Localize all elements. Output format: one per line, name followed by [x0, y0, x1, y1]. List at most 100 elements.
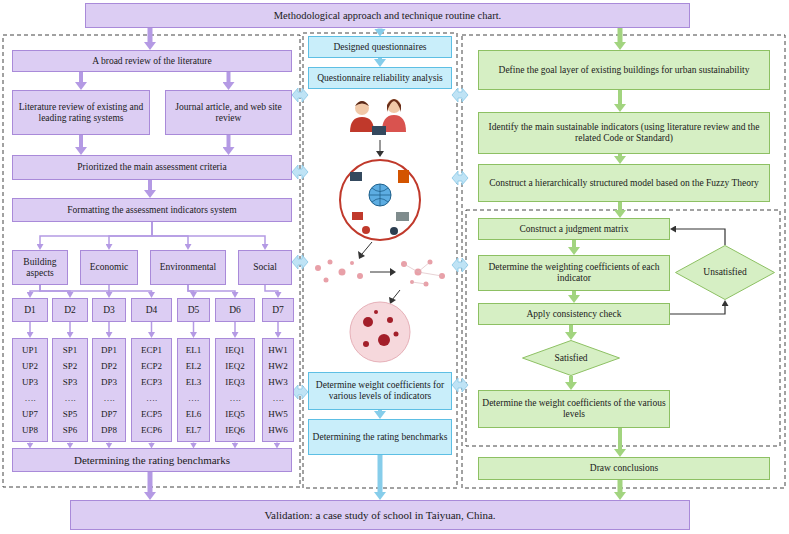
- process-box: Journal article, and web site review: [165, 90, 292, 135]
- indicator-list: ECP1ECP2ECP3….ECP5ECP6: [131, 338, 172, 442]
- indicator-list: SP1SP2SP3….SP5SP6: [52, 338, 88, 442]
- flow-arrow: [109, 285, 152, 292]
- process-box: Determine the weight coefficients of the…: [478, 390, 670, 428]
- flow-arrow: [670, 306, 725, 314]
- indicator-code: ECP3: [141, 377, 162, 387]
- title-box: Methodological approach and technique ro…: [85, 3, 690, 28]
- questionnaire-illustration: [315, 99, 445, 362]
- node-text: D1: [24, 305, 36, 316]
- node-text: D4: [146, 305, 158, 316]
- node-text: Literature review of existing and leadin…: [16, 102, 146, 123]
- indicator-code: SP2: [63, 361, 78, 371]
- node-text: Define the goal layer of existing buildi…: [499, 65, 750, 76]
- flow-arrow: [29, 441, 31, 443]
- process-box: Formatting the assessment indicators sys…: [12, 198, 292, 222]
- indicator-code: IEQ2: [225, 361, 245, 371]
- process-box: Determine the weighting coefficients of …: [478, 255, 670, 291]
- node-text: Draw conclusions: [590, 463, 658, 474]
- node-text: Construct a judgment matrix: [520, 224, 629, 235]
- flow-arrow: [109, 222, 152, 244]
- process-box: Define the goal layer of existing buildi…: [478, 50, 770, 90]
- category-box: Building aspects: [12, 250, 68, 285]
- node-text: D6: [229, 305, 241, 316]
- process-box: Identify the main sustainable indicators…: [478, 112, 770, 154]
- flow-arrow: [152, 222, 188, 244]
- node-text: D3: [103, 305, 115, 316]
- decision-diamond: Satisfied: [522, 340, 620, 376]
- right-frame: [462, 35, 785, 488]
- node-text: Determining the rating benchmarks: [313, 432, 448, 443]
- indicator-code: DP1: [101, 345, 117, 355]
- flow-arrow: [234, 322, 236, 332]
- indicator-list: IEQ1IEQ2IEQ3….IEQ5IEQ6: [215, 338, 255, 442]
- indicator-code: EL7: [186, 425, 202, 435]
- flow-arrow: [69, 441, 71, 443]
- flow-arrow: [148, 28, 153, 42]
- process-box: Draw conclusions: [478, 457, 770, 480]
- indicator-code: UP2: [22, 361, 38, 371]
- indicator-code: UP3: [22, 377, 38, 387]
- node-text: Construct a hierarchically structured mo…: [489, 178, 759, 189]
- node-text: Determine the weight coefficients of the…: [482, 398, 666, 419]
- node-text: Determine weight coefficients for variou…: [312, 380, 448, 401]
- flow-arrow: [148, 180, 152, 190]
- flow-arrow: [193, 441, 195, 443]
- indicator-code: HW6: [268, 425, 288, 435]
- flow-arrow: [40, 222, 152, 244]
- flow-arrow: [193, 322, 195, 332]
- indicator-code: DP7: [101, 409, 117, 419]
- diamond-shape: [523, 341, 620, 376]
- flow-arrow: [151, 441, 153, 443]
- flow-arrow: [188, 285, 194, 292]
- indicator-code: SP1: [63, 345, 78, 355]
- indicator-code: DP3: [101, 377, 117, 387]
- node-text: Journal article, and web site review: [169, 102, 288, 123]
- node-text: Satisfied: [554, 353, 587, 364]
- indicator-code: ….: [64, 393, 75, 403]
- flow-arrow: [108, 322, 110, 332]
- flow-arrow: [152, 222, 265, 244]
- flow-arrow: [40, 285, 70, 292]
- flow-arrow: [188, 285, 235, 292]
- category-box: Social: [238, 250, 292, 285]
- process-box: Construct a hierarchically structured mo…: [478, 164, 770, 202]
- flow-arrow: [79, 135, 83, 147]
- flow-arrow: [676, 229, 725, 245]
- node-text: Methodological approach and technique ro…: [274, 10, 501, 22]
- dimension-box: D3: [92, 298, 126, 322]
- node-text: Designed questionnaires: [333, 42, 426, 53]
- decision-diamond: Unsatisfied: [675, 245, 775, 300]
- flow-arrow: [618, 90, 622, 104]
- flow-arrow: [378, 58, 382, 59]
- process-box: A broad review of the literature: [12, 50, 292, 72]
- dimension-box: D1: [12, 298, 48, 322]
- indicator-code: IEQ3: [225, 377, 245, 387]
- dimension-box: D6: [215, 298, 255, 322]
- inner-frame: [466, 210, 780, 446]
- flow-arrow: [30, 285, 40, 292]
- node-text: D7: [272, 305, 284, 316]
- flow-arrow: [378, 410, 382, 411]
- indicator-code: SP3: [63, 377, 78, 387]
- indicator-list: DP1DP2DP3….DP7DP8: [92, 338, 126, 442]
- flow-arrow: [227, 72, 231, 82]
- node-text: A broad review of the literature: [92, 56, 212, 67]
- indicator-code: HW5: [268, 409, 288, 419]
- flow-arrow: [572, 291, 576, 295]
- left-frame: [3, 35, 300, 487]
- indicator-code: UP7: [22, 409, 38, 419]
- middle-frame: [303, 33, 457, 488]
- side-arrows: [292, 88, 468, 399]
- dimension-box: D2: [52, 298, 88, 322]
- process-box: Prioritized the main assessment criteria: [12, 155, 292, 180]
- indicator-code: ….: [103, 393, 114, 403]
- final-box: Validation: a case study of school in Ta…: [70, 500, 690, 530]
- node-text: Formatting the assessment indicators sys…: [67, 205, 236, 216]
- flow-arrow: [227, 135, 231, 147]
- flow-arrow: [277, 322, 279, 332]
- flow-arrow: [108, 441, 110, 443]
- indicator-code: DP8: [101, 425, 117, 435]
- indicator-list: EL1EL2EL3….EL6EL7: [177, 338, 210, 442]
- indicator-code: EL2: [186, 361, 202, 371]
